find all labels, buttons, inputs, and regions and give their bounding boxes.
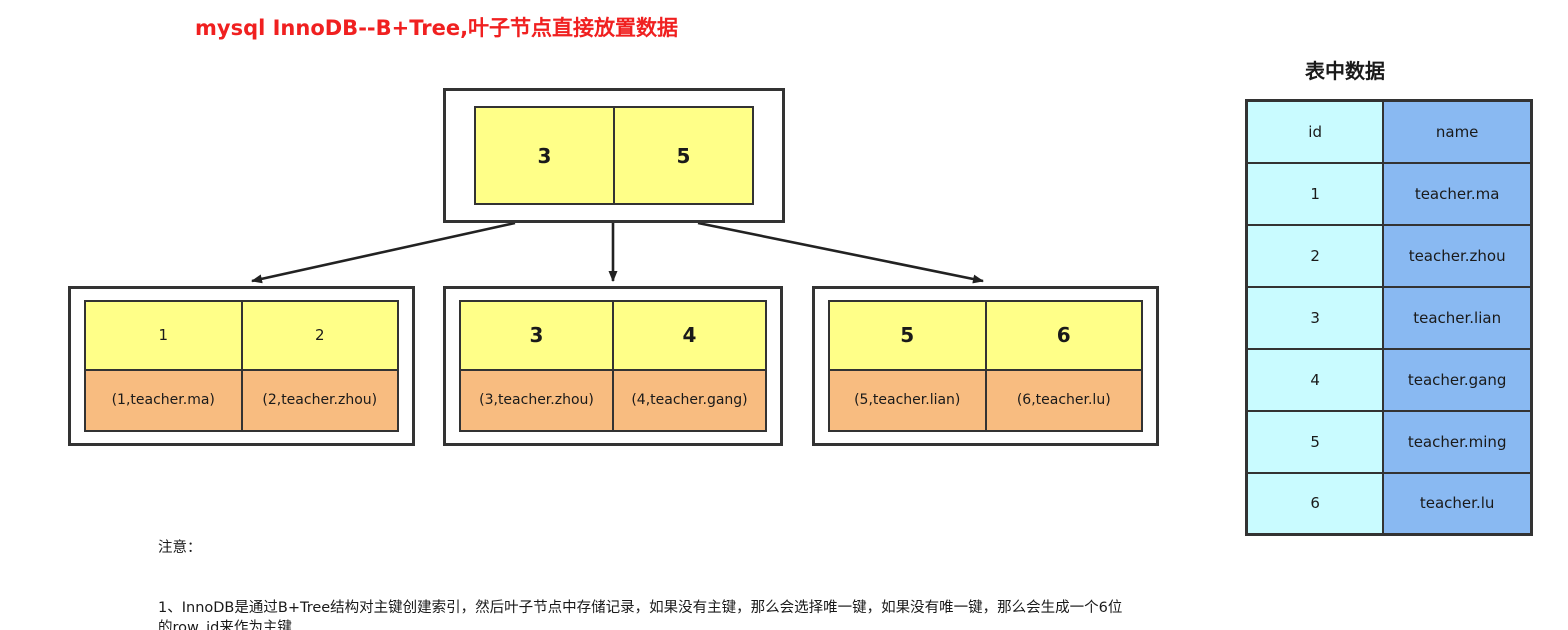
table-cell-id: 3 (1245, 285, 1385, 350)
leaf-2-data-row: (3,teacher.zhou) (4,teacher.gang) (461, 368, 765, 431)
table-cell-name: teacher.zhou (1382, 223, 1533, 288)
leaf-3-record-cell-0: (5,teacher.lian) (830, 370, 987, 431)
table-header-name: name (1382, 99, 1533, 164)
leaf-1-inner: 1 2 (1,teacher.ma) (2,teacher.zhou) (84, 300, 399, 432)
table-cell-name: teacher.ming (1382, 409, 1533, 474)
leaf-2-key-cell-0: 3 (461, 302, 614, 369)
leaf-3-key-cell-1: 6 (986, 302, 1141, 369)
leaf-2-record-cell-0: (3,teacher.zhou) (461, 370, 614, 431)
btree-leaf-node-3: 5 6 (5,teacher.lian) (6,teacher.lu) (812, 286, 1159, 446)
table-header-row: id name (1245, 99, 1533, 164)
edge-root-to-leaf-3 (697, 221, 984, 284)
root-key-cell-0: 3 (476, 108, 615, 203)
root-key-cell-1: 5 (615, 108, 752, 203)
table-row: 5 teacher.ming (1245, 409, 1533, 474)
notes-heading: 注意： (158, 540, 202, 556)
leaf-3-key-row: 5 6 (830, 302, 1141, 369)
edge-root-to-leaf-1 (251, 221, 516, 284)
data-table-body: 1 teacher.ma 2 teacher.zhou 3 teacher.li… (1245, 161, 1533, 536)
notes-block: 注意： 1、InnoDB是通过B+Tree结构对主键创建索引，然后叶子节点中存储… (158, 498, 1128, 630)
table-cell-name: teacher.gang (1382, 347, 1533, 412)
data-table-title: 表中数据 (1305, 59, 1385, 83)
leaf-1-key-cell-0: 1 (86, 302, 243, 369)
table-row: 2 teacher.zhou (1245, 223, 1533, 288)
leaf-3-record-cell-1: (6,teacher.lu) (986, 370, 1141, 431)
leaf-3-key-cell-0: 5 (830, 302, 987, 369)
leaf-2-key-row: 3 4 (461, 302, 765, 369)
leaf-3-data-row: (5,teacher.lian) (6,teacher.lu) (830, 368, 1141, 431)
leaf-1-data-row: (1,teacher.ma) (2,teacher.zhou) (86, 368, 397, 431)
btree-leaf-node-1: 1 2 (1,teacher.ma) (2,teacher.zhou) (68, 286, 415, 446)
table-cell-id: 5 (1245, 409, 1385, 474)
data-table: id name 1 teacher.ma 2 teacher.zhou 3 te… (1245, 99, 1533, 536)
data-table-head: id name (1245, 99, 1533, 164)
btree-leaf-node-2: 3 4 (3,teacher.zhou) (4,teacher.gang) (443, 286, 783, 446)
leaf-2-inner: 3 4 (3,teacher.zhou) (4,teacher.gang) (459, 300, 767, 432)
table-row: 1 teacher.ma (1245, 161, 1533, 226)
leaf-2-record-cell-1: (4,teacher.gang) (614, 370, 765, 431)
leaf-1-record-cell-0: (1,teacher.ma) (86, 370, 243, 431)
table-header-id: id (1245, 99, 1385, 164)
btree-root-node: 3 5 (443, 88, 785, 223)
table-row: 4 teacher.gang (1245, 347, 1533, 412)
table-row: 3 teacher.lian (1245, 285, 1533, 350)
table-cell-id: 2 (1245, 223, 1385, 288)
root-node-inner: 3 5 (474, 106, 754, 205)
diagram-title: mysql InnoDB--B+Tree,叶子节点直接放置数据 (195, 16, 679, 40)
leaf-3-inner: 5 6 (5,teacher.lian) (6,teacher.lu) (828, 300, 1143, 432)
notes-line-1: 1、InnoDB是通过B+Tree结构对主键创建索引，然后叶子节点中存储记录，如… (158, 600, 1123, 630)
table-cell-name: teacher.ma (1382, 161, 1533, 226)
leaf-1-record-cell-1: (2,teacher.zhou) (242, 370, 397, 431)
leaf-1-key-row: 1 2 (86, 302, 397, 369)
root-key-row: 3 5 (476, 108, 752, 203)
leaf-2-key-cell-1: 4 (614, 302, 765, 369)
table-cell-name: teacher.lu (1382, 471, 1533, 536)
table-cell-id: 6 (1245, 471, 1385, 536)
table-row: 6 teacher.lu (1245, 471, 1533, 536)
leaf-1-key-cell-1: 2 (242, 302, 397, 369)
table-cell-id: 1 (1245, 161, 1385, 226)
table-cell-name: teacher.lian (1382, 285, 1533, 350)
table-cell-id: 4 (1245, 347, 1385, 412)
